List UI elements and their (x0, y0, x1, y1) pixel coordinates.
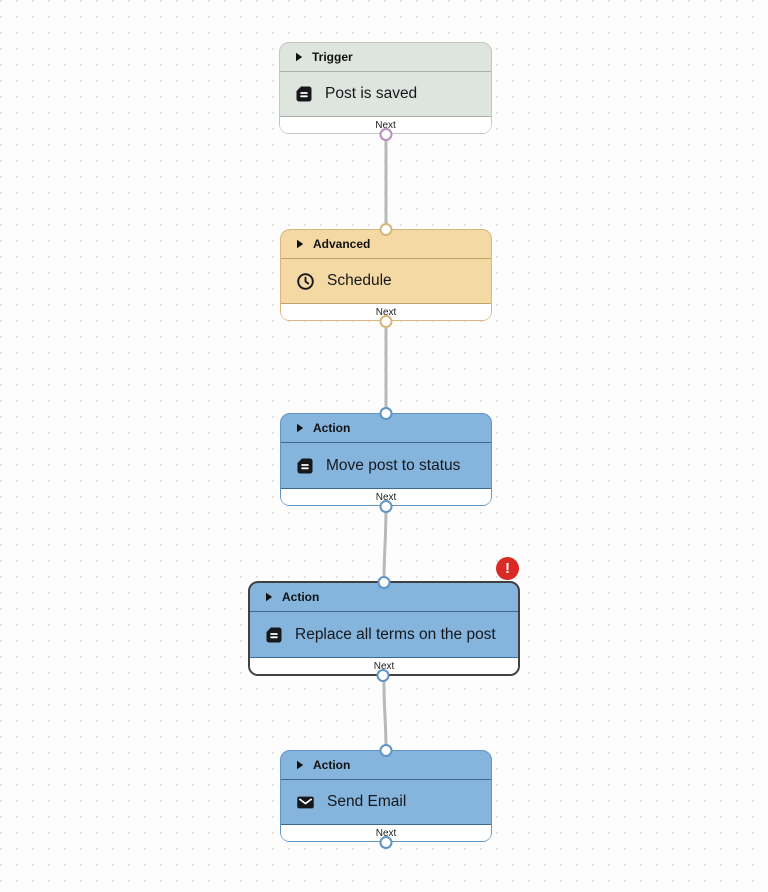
node-category-label: Action (313, 421, 351, 435)
node-advanced-schedule[interactable]: Advanced Schedule Next (280, 222, 492, 328)
input-handle[interactable] (377, 575, 391, 589)
input-handle[interactable] (379, 406, 393, 420)
node-footer: Next (250, 657, 518, 674)
document-post-icon (296, 457, 314, 475)
node-body: Replace all terms on the post (250, 612, 518, 657)
node-body: Move post to status (281, 443, 491, 488)
node-header: Action (281, 414, 491, 443)
input-handle[interactable] (379, 222, 393, 236)
collapse-arrow-icon[interactable] (296, 423, 304, 433)
node-footer: Next (280, 116, 491, 133)
node-header: Trigger (280, 43, 491, 72)
collapse-arrow-icon[interactable] (296, 239, 304, 249)
node-action-replace-all-terms[interactable]: Action Replace all terms on the post Nex… (248, 556, 520, 682)
node-category-label: Action (282, 590, 320, 604)
node-trigger-post-is-saved[interactable]: Trigger Post is saved Next (279, 42, 492, 141)
collapse-arrow-icon[interactable] (296, 760, 304, 770)
node-body: Send Email (281, 780, 491, 824)
input-handle[interactable] (379, 743, 393, 757)
node-body: Schedule (281, 259, 491, 303)
next-output-label: Next (375, 119, 396, 131)
error-badge: ! (496, 556, 519, 580)
node-header: Action (250, 583, 518, 612)
node-category-label: Trigger (312, 50, 353, 64)
output-handle[interactable] (379, 127, 392, 141)
output-handle[interactable] (379, 499, 393, 513)
output-handle[interactable] (379, 314, 393, 328)
document-post-icon (265, 626, 283, 644)
connector-edge[interactable] (382, 504, 388, 583)
node-header: Action (281, 751, 491, 780)
node-title: Move post to status (326, 456, 461, 474)
node-title: Post is saved (325, 85, 418, 102)
output-handle[interactable] (379, 835, 393, 849)
document-post-icon (295, 85, 313, 103)
node-title: Send Email (327, 793, 407, 810)
node-footer: Next (281, 303, 491, 320)
mail-icon (296, 793, 315, 812)
next-output-label: Next (375, 306, 397, 318)
connector-edge[interactable] (382, 674, 388, 752)
node-action-send-email[interactable]: Action Send Email Next (280, 743, 492, 849)
node-title: Replace all terms on the post (295, 625, 496, 643)
next-output-label: Next (375, 491, 397, 503)
node-header: Advanced (281, 230, 491, 259)
clock-icon (296, 272, 315, 291)
node-category-label: Action (313, 758, 351, 772)
node-footer: Next (281, 824, 491, 841)
collapse-arrow-icon[interactable] (295, 52, 303, 62)
node-category-label: Advanced (313, 237, 371, 251)
node-title: Schedule (327, 272, 392, 289)
node-footer: Next (281, 488, 491, 505)
output-handle[interactable] (376, 668, 390, 682)
next-output-label: Next (373, 660, 395, 672)
collapse-arrow-icon[interactable] (265, 592, 273, 602)
node-action-move-post-to-status[interactable]: Action Move post to status Next (280, 406, 492, 513)
next-output-label: Next (375, 827, 397, 839)
node-body: Post is saved (280, 72, 491, 116)
